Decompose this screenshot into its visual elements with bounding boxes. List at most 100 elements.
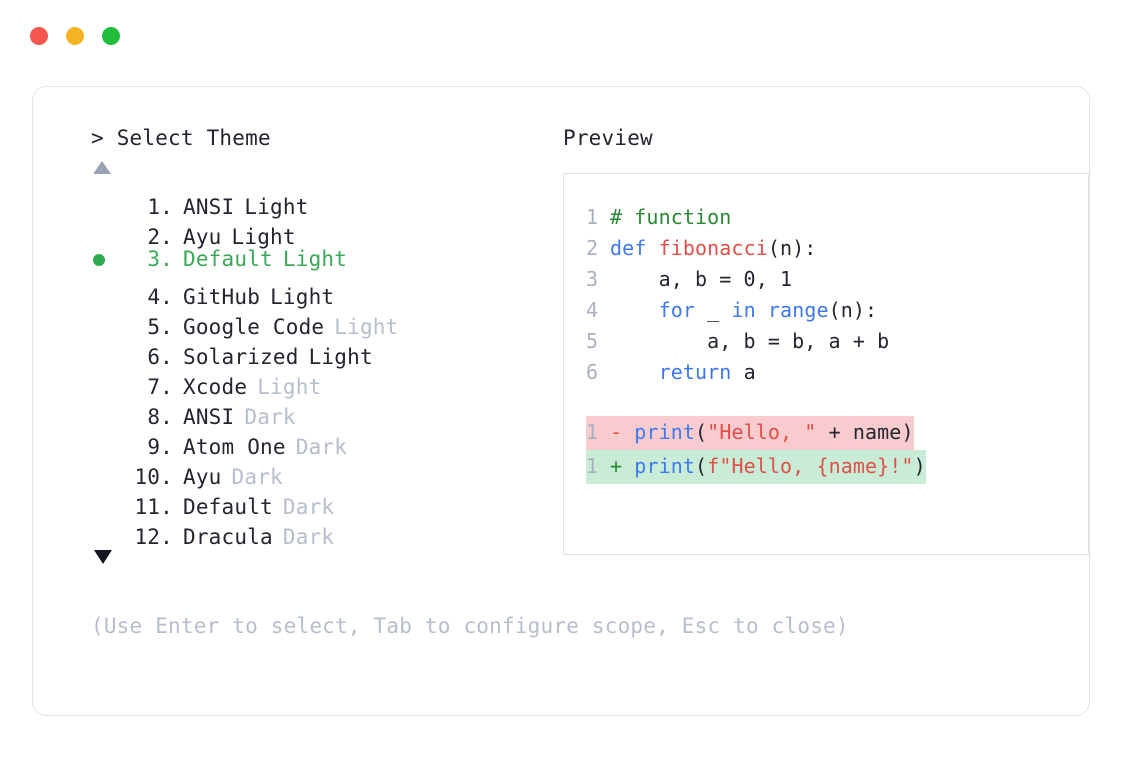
theme-item-index: 10. [134,465,173,489]
theme-item-index: 4. [147,285,173,309]
preview-label: Preview [563,126,653,150]
theme-item-name: Ayu [183,225,222,249]
selection-bullet-cell [91,484,125,514]
maximize-button[interactable] [102,27,120,45]
code-token: for [658,298,696,322]
theme-item-name: Default [183,247,273,271]
diff-sample: 1- print("Hello, " + name)1+ print(f"Hel… [564,416,1088,484]
theme-item-name: Xcode [183,375,248,399]
code-token: (n): [767,236,817,260]
diff-sign: + [610,454,635,478]
code-token: print [634,454,696,478]
code-token: a, b = b, a + b [610,329,890,353]
theme-item-index: 8. [147,405,173,429]
close-button[interactable] [30,27,48,45]
code-line: 2 def fibonacci(n): [564,233,1088,264]
selection-bullet-cell [91,454,125,484]
code-token: fibonacci [658,236,768,260]
triangle-up-icon[interactable] [93,161,111,174]
diff-sign: - [610,420,635,444]
theme-item-name: GitHub [183,285,261,309]
minimize-button[interactable] [66,27,84,45]
code-token: in [731,298,756,322]
theme-list-item[interactable]: 11. Default Dark [91,484,561,519]
theme-item-variant: Light [270,285,335,309]
theme-item-variant: Dark [231,465,283,489]
theme-item-variant: Dark [282,495,335,519]
prompt-marker: > [91,126,104,150]
theme-item-variant: Dark [244,405,296,429]
theme-list-item[interactable]: 2. Ayu Light [91,214,561,249]
line-number: 1 [586,420,599,444]
selection-bullet-cell [91,424,125,454]
code-token: f"Hello, {name}!" [707,454,914,478]
code-token: a [731,360,756,384]
line-number: 1 [586,454,599,478]
code-line: 5 a, b = b, a + b [564,326,1088,357]
code-token: def [610,236,659,260]
line-number: 3 [586,267,599,291]
theme-item-index: 5. [147,315,173,339]
theme-item-variant: Light [308,345,373,369]
code-line: 3 a, b = 0, 1 [564,264,1088,295]
theme-item-index: 6. [147,345,173,369]
theme-item-variant: Light [231,225,296,249]
code-token: + name) [816,420,914,444]
theme-item-name: Default [183,495,273,519]
code-token: print [634,420,696,444]
theme-item-index: 11. [134,495,173,519]
line-number: 1 [586,205,599,229]
diff-highlight: 1- print("Hello, " + name) [586,416,914,450]
code-token: _ [695,298,732,322]
code-token: # function [610,205,732,229]
line-number: 4 [586,298,599,322]
triangle-down-icon[interactable] [94,550,112,564]
theme-item-index: 2. [147,225,173,249]
line-number: 2 [586,236,599,260]
code-token: (n): [828,298,878,322]
theme-item-index: 9. [147,435,173,459]
theme-item-name: Atom One [183,435,286,459]
selection-bullet-cell [91,394,125,424]
selection-bullet-cell [91,514,125,544]
theme-list-item[interactable]: 9. Atom One Dark [91,424,561,459]
theme-item-index: 12. [134,525,173,549]
theme-list-item[interactable]: 4. GitHub Light [91,274,561,309]
selection-bullet-cell [91,214,125,244]
theme-item-variant: Light [282,247,348,271]
theme-list-item[interactable]: 7. Xcode Light [91,364,561,399]
diff-removed-line: 1- print("Hello, " + name) [564,416,1088,450]
theme-item-name: Google Code [183,315,325,339]
theme-item-index: 7. [147,375,173,399]
selection-bullet-cell [91,364,125,394]
theme-item-variant: Dark [295,435,348,459]
selection-bullet-cell [91,245,125,275]
theme-item-name: Dracula [183,525,273,549]
selection-bullet-cell [91,184,125,214]
window-titlebar [0,0,1129,72]
line-number: 6 [586,360,599,384]
code-token [756,298,768,322]
code-token: a, b = 0, 1 [610,267,793,291]
code-token: ( [695,454,708,478]
theme-item-index: 1. [147,195,173,219]
selection-bullet-cell [91,304,125,334]
code-token: return [658,360,732,384]
code-token: ( [695,420,708,444]
theme-item-variant: Light [257,375,322,399]
code-line: 4 for _ in range(n): [564,295,1088,326]
